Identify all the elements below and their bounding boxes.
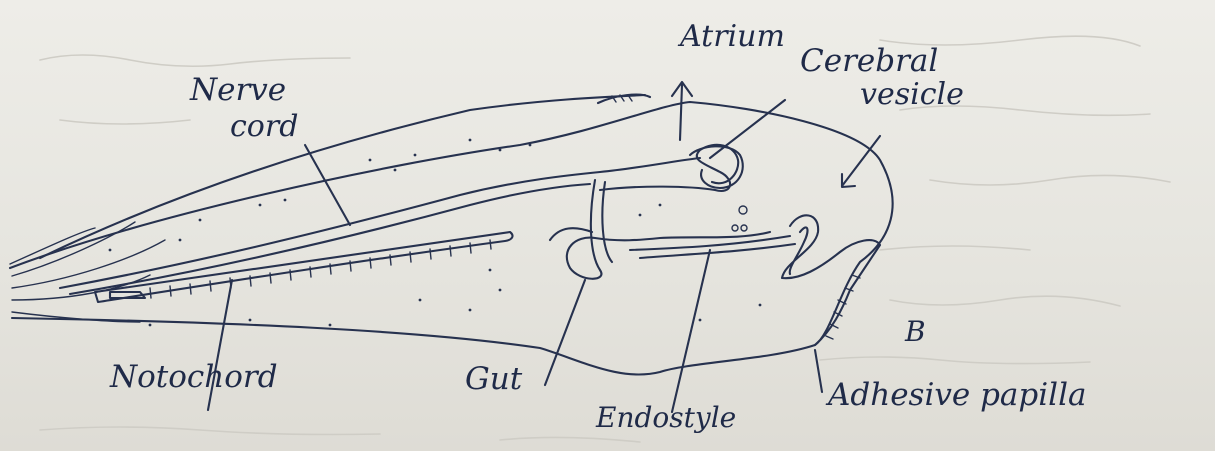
nerve-cord	[60, 158, 700, 294]
atrium-tip	[598, 95, 650, 103]
adhesive-papilla-leader	[815, 350, 822, 392]
endostyle-leader	[672, 250, 710, 412]
label-vesicle: vesicle	[860, 80, 964, 110]
body-outline	[10, 102, 893, 375]
adhesive-papilla	[782, 215, 880, 345]
label-nerve: Nerve	[190, 75, 286, 106]
stipple	[109, 139, 762, 327]
label-adhesive-papilla: Adhesive papilla	[828, 380, 1086, 411]
ocellus-2	[741, 225, 747, 231]
label-figure-letter: B	[905, 318, 926, 346]
atrium-arrow	[672, 82, 692, 140]
notochord-outline	[95, 232, 512, 302]
label-notochord: Notochord	[110, 362, 278, 393]
otolith	[739, 206, 747, 214]
label-atrium: Atrium	[680, 22, 785, 52]
label-cord: cord	[230, 112, 298, 142]
ocellus-1	[732, 225, 738, 231]
label-endostyle: Endostyle	[596, 404, 736, 432]
label-gut: Gut	[465, 364, 522, 395]
gut-leader	[545, 280, 585, 385]
label-cerebral: Cerebral	[800, 46, 938, 77]
nerve-cord-leader	[305, 145, 350, 225]
